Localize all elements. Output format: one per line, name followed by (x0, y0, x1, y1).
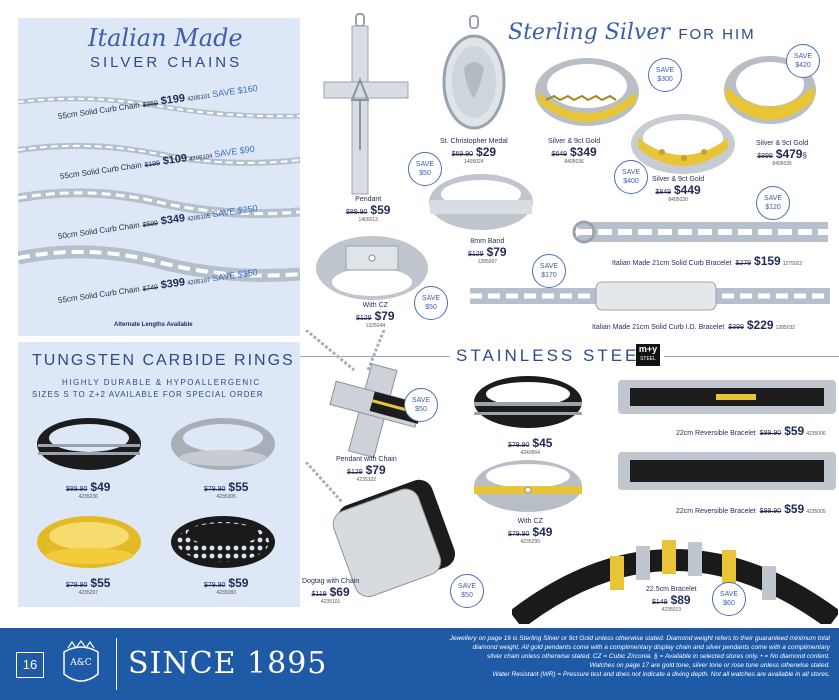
steel-black-ring-image (474, 376, 582, 428)
save-badge-ring1: SAVE$300 (648, 58, 682, 92)
st-christopher-medal-image (442, 15, 506, 130)
save-badge-dogtag: SAVE$50 (450, 574, 484, 608)
silver-band-image (429, 174, 533, 230)
tungsten-sub2: SIZES S TO Z+2 AVAILABLE FOR SPECIAL ORD… (32, 390, 264, 399)
cz-signet-ring-image (316, 236, 428, 300)
band-price: 8mm Band $129$79 1285007 (468, 238, 507, 265)
dogtag-price: Dogtag with Chain $119$69 4235101 (302, 578, 360, 605)
leather-bracelet-image (512, 540, 838, 624)
st-christopher-price: St. Christopher Medal $69.90$29 1405024 (440, 138, 508, 165)
curb-bracelet-price: Italian Made 21cm Solid Curb Bracelet$27… (612, 254, 803, 268)
steel-pendant-price: Pendant with Chain $129$79 4235102 (336, 456, 397, 483)
chain-image-3 (18, 188, 300, 219)
reversible-bracelet-1-image (618, 380, 836, 414)
silver-gold-ring-2-image (724, 56, 816, 124)
silver-gold-ring-1-image (535, 58, 639, 126)
save-badge-ring2: SAVE$420 (786, 44, 820, 78)
since-1895: SINCE 1895 (128, 646, 328, 681)
steel-cz-ring-price: With CZ $79.90$49 4235299 (508, 518, 553, 545)
silver-gold-ring-2-price: Silver & 9ct Gold $899$479§ 8405035 (756, 140, 809, 167)
silver-gold-ring-3-price: Silver & 9ct Gold $849$449 8405030 (652, 176, 705, 203)
dogtag-image (304, 462, 456, 598)
tungsten-sub1: HIGHLY DURABLE & HYPOALLERGENIC (62, 378, 261, 387)
page-number: 16 (16, 652, 44, 678)
save-badge-steel-pendant: SAVE$50 (404, 388, 438, 422)
save-badge-curb-bracelet: SAVE$120 (756, 186, 790, 220)
tungsten-ring-black-pattern (171, 516, 275, 568)
tungsten-price-3: $79.90$55 4235297 (66, 576, 111, 596)
reversible-bracelet-2-image (618, 452, 836, 490)
stainless-divider-right (664, 356, 839, 357)
chain-image-4 (18, 245, 300, 282)
tungsten-price-1: $89.90$49 4235236 (66, 480, 111, 500)
crest-logo-text: A&C (70, 658, 92, 668)
chains-note: Alternate Lengths Available (114, 322, 193, 328)
leather-bracelet-price: 22.5cm Bracelet $149$89 4235013 (646, 586, 697, 613)
silver-gold-ring-3-image (631, 114, 735, 174)
chains-title-script: Italian Made (88, 24, 243, 52)
silver-gold-ring-1-price: Silver & 9ct Gold $649$349 8405036 (548, 138, 601, 165)
silver-chains-panel: Italian Made SILVER CHAINS 55cm Solid Cu… (18, 18, 300, 336)
chain-image-2 (18, 142, 300, 166)
sterling-title: Sterling Silver FOR HIM (508, 20, 756, 45)
cross-pendant-image (323, 13, 409, 195)
crest-logo (63, 640, 99, 682)
chains-title-caps: SILVER CHAINS (90, 54, 243, 71)
save-badge-leather-bracelet: SAVE$60 (712, 582, 746, 616)
chain-image-1 (18, 96, 300, 119)
tungsten-price-4: $79.90$59 4235083 (204, 576, 249, 596)
save-badge-ring3: SAVE$400 (614, 160, 648, 194)
tungsten-ring-gold (37, 516, 141, 568)
save-badge-band: SAVE$50 (408, 152, 442, 186)
id-bracelet-price: Italian Made 21cm Solid Curb I.D. Bracel… (592, 318, 796, 332)
cz-ring-price: With CZ $129$79 1325044 (356, 302, 395, 329)
brand-logo: m+y STEEL (636, 344, 660, 366)
pendant-price: Pendant $89.90$59 1405013 (346, 196, 391, 223)
save-badge-cz-ring: SAVE$50 (414, 286, 448, 320)
tungsten-price-2: $79.90$55 4235305 (204, 480, 249, 500)
tungsten-title: TUNGSTEN CARBIDE RINGS (32, 352, 295, 369)
curb-bracelet-image (572, 220, 828, 244)
tungsten-ring-silver (171, 418, 275, 470)
save-badge-id-bracelet: SAVE$170 (532, 254, 566, 288)
steel-black-ring-price: $79.90$45 4240564 (508, 436, 553, 456)
tungsten-rings-panel: TUNGSTEN CARBIDE RINGS HIGHLY DURABLE & … (18, 342, 300, 607)
logo-separator (116, 638, 117, 690)
stainless-title: STAINLESS STEEL (456, 346, 652, 365)
fineprint: Jewellery on page 16 is Sterling Silver … (449, 635, 830, 678)
footer-bar: 16 A&C SINCE 1895 Jewellery on page 16 i… (0, 628, 839, 700)
tungsten-ring-black-striped (37, 418, 141, 470)
id-bracelet-image (470, 281, 830, 311)
steel-cz-ring-image (474, 460, 582, 512)
